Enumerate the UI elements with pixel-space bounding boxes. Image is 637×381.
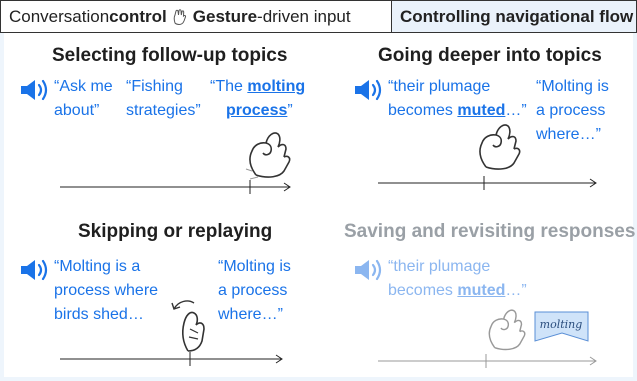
speaker-icon [355,79,382,101]
header-right: Controlling navigational flow [392,0,637,33]
pinch-hand-icon [479,124,521,170]
header-text-2: -driven input [257,6,351,26]
timeline-4 [378,354,597,368]
speaker-icon [355,259,382,281]
timeline-2 [378,176,597,190]
timeline-1 [60,180,291,194]
header-control: control [109,6,167,26]
speaker-icon [21,79,48,101]
header-gesture: Gesture [192,6,258,26]
timeline-3 [60,352,283,366]
header-text-1: Conversation [9,6,110,26]
hand-gesture-icon [173,8,186,25]
deeper-title: Going deeper into topics [378,45,602,66]
pinch-hand-icon [488,309,526,351]
speaker-icon [21,259,48,281]
save-option-1: “their plumage becomes muted…” [388,258,527,299]
rotate-hand-icon [171,300,205,352]
followup-option-3: “The molting process” [210,78,306,119]
header-left: Conversation control Gesture -driven inp… [0,0,392,33]
bookmark-tag-icon: molting [534,311,589,342]
followup-title: Selecting follow-up topics [52,45,288,66]
save-title: Saving and revisiting responses [344,221,636,242]
deeper-option-1: “their plumage becomes muted…” [388,78,527,119]
bookmark-tag-label: molting [540,318,583,331]
skip-title: Skipping or replaying [78,221,273,242]
pinch-hand-icon [245,132,291,180]
